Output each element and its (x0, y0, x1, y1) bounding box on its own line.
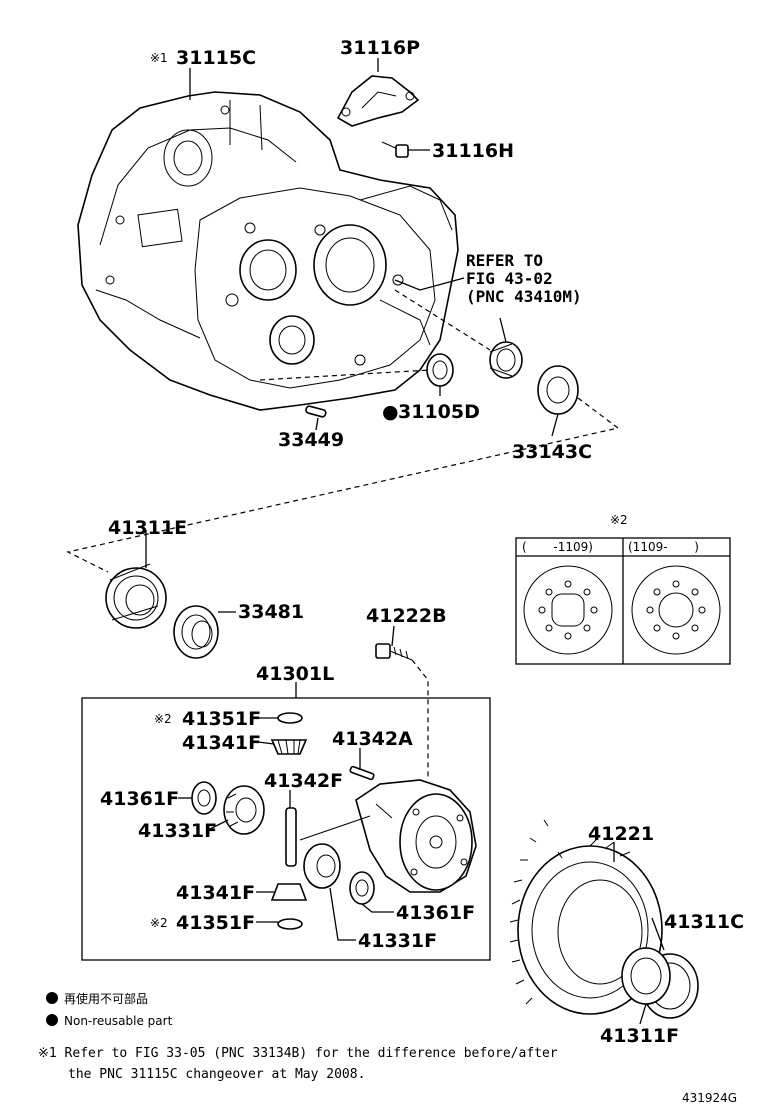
part-label-31115C[interactable]: 31115C (176, 47, 256, 69)
part-label-41331F-right[interactable]: 41331F (358, 930, 437, 952)
part-label-41351F-top[interactable]: 41351F (182, 708, 261, 730)
footnote-line-2: the PNC 31115C changeover at May 2008. (68, 1067, 365, 1082)
part-label-33143C[interactable]: 33143C (512, 441, 592, 463)
part-label-41221[interactable]: 41221 (588, 823, 654, 845)
seal-33481-drawing (173, 605, 219, 659)
refer-line-1: REFER TO (466, 251, 543, 270)
shim-33143C-drawing (537, 365, 579, 415)
figure-id: 431924G (682, 1091, 737, 1105)
differential-internals-drawing (191, 712, 477, 930)
note2-mark-41351F-top: ※2 (154, 712, 172, 726)
part-label-41311E[interactable]: 41311E (108, 517, 187, 539)
part-label-41222B[interactable]: 41222B (366, 605, 447, 627)
part-label-41342F[interactable]: 41342F (264, 770, 343, 792)
legend-dot-jp (46, 992, 58, 1004)
refer-line-3: (PNC 43410M) (466, 287, 582, 306)
note2-mark-41351F-bottom: ※2 (150, 916, 168, 930)
pin-33449-drawing (305, 405, 327, 418)
part-label-41342A[interactable]: 41342A (332, 728, 413, 750)
bearing-41311F-drawing (621, 947, 671, 1005)
differential-kit-box (81, 697, 491, 961)
bolt-41222B-drawing (375, 643, 413, 661)
part-label-41311C[interactable]: 41311C (664, 911, 744, 933)
part-label-31116H[interactable]: 31116H (432, 140, 514, 162)
legend-text-en: Non-reusable part (64, 1014, 173, 1028)
gear-face-after (631, 565, 721, 655)
inset-header-before: ( -1109) (522, 540, 593, 554)
note1-mark-31115C: ※1 (150, 51, 168, 65)
refer-line-2: FIG 43-02 (466, 269, 553, 288)
part-label-41311F[interactable]: 41311F (600, 1025, 679, 1047)
footnote-line-1: ※1 Refer to FIG 33-05 (PNC 33134B) for t… (38, 1046, 558, 1061)
legend-text-jp: 再使用不可部品 (64, 991, 148, 1006)
part-label-33449[interactable]: 33449 (278, 429, 344, 451)
inset-note2-mark: ※2 (610, 513, 628, 527)
oil-seal-31105D-drawing (426, 353, 454, 387)
bearing-41311E-drawing (105, 563, 167, 629)
part-label-31105D[interactable]: 31105D (398, 401, 480, 423)
inset-header-after: (1109- ) (628, 540, 699, 554)
part-label-41361F-right[interactable]: 41361F (396, 902, 475, 924)
bearing-refer-drawing (489, 341, 523, 379)
part-label-41331F-left[interactable]: 41331F (138, 820, 217, 842)
legend-dot-en (46, 1014, 58, 1026)
part-label-41361F-left[interactable]: 41361F (100, 788, 179, 810)
part-label-41341F-top[interactable]: 41341F (182, 732, 261, 754)
part-label-41301L[interactable]: 41301L (256, 663, 334, 685)
part-label-41351F-bottom[interactable]: 41351F (176, 912, 255, 934)
nonreusable-dot-31105D: ● (382, 401, 399, 423)
transaxle-case-drawing (77, 91, 459, 411)
cover-31116P-drawing (336, 75, 420, 127)
part-label-33481[interactable]: 33481 (238, 601, 304, 623)
part-label-31116P[interactable]: 31116P (340, 37, 420, 59)
part-label-41341F-bottom[interactable]: 41341F (176, 882, 255, 904)
bolt-pattern-inset (515, 537, 731, 665)
bolt-31116H-drawing (381, 141, 409, 158)
gear-face-before (523, 565, 613, 655)
